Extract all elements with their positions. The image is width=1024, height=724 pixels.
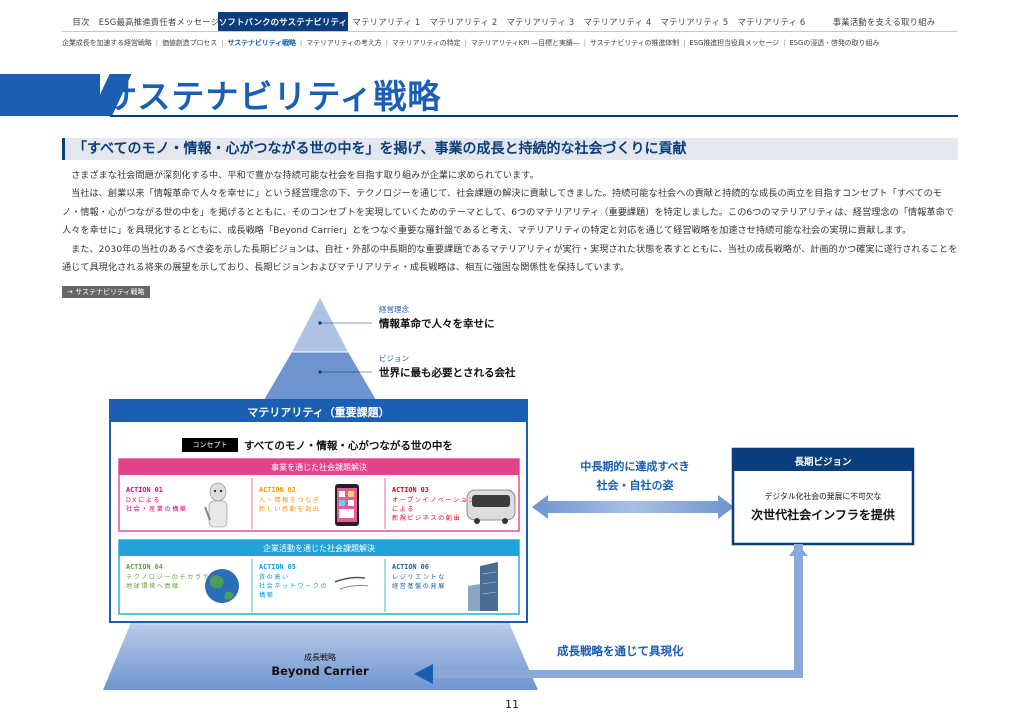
vision-text: 世界に最も必要とされる会社	[379, 367, 516, 379]
subnav-separator: |	[464, 39, 467, 47]
nav-tab[interactable]: マテリアリティ 4	[583, 16, 652, 27]
materiality-title: マテリアリティ（重要課題）	[247, 406, 390, 419]
nav-tab[interactable]: 目次	[72, 16, 90, 27]
title-underline	[110, 115, 958, 117]
subnav-link[interactable]: マテリアリティKPI ―目標と実績―	[470, 39, 580, 47]
subnav-link[interactable]: サステナビリティ戦略	[227, 39, 296, 47]
longterm-vision-title: 長期ビジョン	[794, 457, 852, 468]
action-title: ACTION 04	[126, 563, 163, 571]
action-description: テクノロジーのチカラで 地球環境へ貢献	[126, 574, 211, 590]
nav-tab[interactable]: ESG最高推進責任者メッセージ	[98, 16, 220, 27]
subnav-separator: |	[221, 39, 224, 47]
subnav-link[interactable]: マテリアリティの考え方	[306, 39, 382, 47]
action-description: 人・情報をつなぎ 新しい感動を創出	[259, 497, 321, 513]
action-description: DXによる 社会・産業の構築	[126, 497, 188, 513]
action-title: ACTION 06	[392, 563, 429, 571]
subnav-link[interactable]: マテリアリティの特定	[391, 39, 461, 47]
subnav-link[interactable]: ESGの浸透・啓発の取り組み	[789, 39, 880, 47]
bottom-arrow-label: 成長戦略を通じて具現化	[557, 644, 684, 658]
pyramid-top	[292, 298, 348, 352]
corporate-group-title: 企業活動を通じた社会課題解決	[263, 544, 375, 553]
subnav-separator: |	[583, 39, 586, 47]
nav-tab[interactable]: マテリアリティ 6	[737, 16, 806, 27]
concept-tag-label: コンセプト	[192, 441, 228, 449]
page-title: サステナビリティ戦略	[104, 77, 442, 116]
growth-strategy: Beyond Carrier	[271, 664, 369, 678]
subnav-separator: |	[299, 39, 303, 47]
philosophy-dot	[318, 321, 322, 325]
body-paragraph: また、2030年の当社のあるべき姿を示した長期ビジョンは、自社・外部の中長期的な…	[62, 244, 958, 274]
body-paragraph: 当社は、創業以来「情報革命で人々を幸せに」という経営理念の下、テクノロジーを通じ…	[62, 189, 955, 237]
vision-dot	[318, 370, 322, 374]
subnav-link[interactable]: 企業成長を加速する経営戦略	[62, 39, 152, 47]
business-group-title: 事業を通じた社会課題解決	[271, 463, 367, 472]
nav-tab[interactable]: ソフトバンクのサステナビリティ	[218, 12, 348, 31]
sub-nav: 企業成長を加速する経営戦略|価値創造プロセス|サステナビリティ戦略|マテリアリテ…	[62, 37, 962, 49]
nav-tab[interactable]: マテリアリティ 2	[429, 16, 498, 27]
headline: 「すべてのモノ・情報・心がつながる世の中を」を掲げ、事業の成長と持続的な社会づく…	[62, 138, 958, 160]
action-description: オープンイノベーション による 新規ビジネスの創出	[392, 497, 477, 522]
materiality-title-bar	[110, 400, 527, 422]
pyramid-middle	[264, 352, 376, 400]
smartphone-illustration	[335, 484, 359, 526]
building-illustration	[468, 562, 498, 611]
concept-text: すべてのモノ・情報・心がつながる世の中を	[244, 440, 453, 452]
growth-caption: 成長戦略	[304, 653, 336, 662]
nav-tab[interactable]: 事業活動を支える取り組み	[832, 16, 936, 27]
action-description: レジリエントな 経営基盤の発展	[392, 574, 446, 590]
page-number: 11	[505, 698, 519, 711]
action-title: ACTION 01	[126, 486, 163, 494]
subnav-separator: |	[783, 39, 786, 47]
longterm-vision-main: 次世代社会インフラを提供	[751, 508, 895, 522]
philosophy-caption: 経営理念	[379, 305, 409, 314]
nav-tab[interactable]: マテリアリティ 1	[352, 16, 421, 27]
action-title: ACTION 02	[259, 486, 296, 494]
corporate-group-header	[119, 540, 519, 556]
double-arrow	[532, 495, 734, 519]
feedback-arrow	[414, 544, 808, 684]
cable-illustration	[334, 576, 369, 590]
robot-illustration	[204, 482, 228, 528]
body-text: さまざまな社会問題が深刻化する中、平和で豊かな持続可能な社会を目指す取り組みが企…	[62, 167, 958, 277]
vision-caption: ビジョン	[379, 354, 409, 363]
nav-tab[interactable]: マテリアリティ 3	[506, 16, 575, 27]
longterm-vision-header	[733, 449, 913, 471]
concept-tag	[182, 438, 238, 452]
subnav-separator: |	[683, 39, 686, 47]
nav-tab[interactable]: マテリアリティ 5	[660, 16, 729, 27]
mid-arrow-label-1: 中長期的に達成すべき	[580, 460, 690, 473]
subnav-separator: |	[385, 39, 388, 47]
subnav-link[interactable]: 価値創造プロセス	[161, 39, 218, 47]
action-title: ACTION 05	[259, 563, 296, 571]
action-title: ACTION 03	[392, 486, 429, 494]
subnav-link[interactable]: ESG推進担当役員メッセージ	[689, 39, 780, 47]
action-description: 質の高い 社会ネットワークの 構築	[259, 574, 329, 599]
title-band	[0, 74, 100, 116]
sustainability-strategy-link[interactable]: → サステナビリティ戦略	[62, 286, 150, 298]
subnav-link[interactable]: サステナビリティの推進体制	[589, 39, 680, 47]
longterm-vision-sub: デジタル化社会の発展に不可欠な	[764, 492, 882, 501]
earth-illustration	[205, 569, 239, 603]
bus-illustration	[466, 489, 516, 524]
body-paragraph: さまざまな社会問題が深刻化する中、平和で豊かな持続可能な社会を目指す取り組みが企…	[71, 171, 539, 181]
philosophy-text: 情報革命で人々を幸せに	[379, 318, 495, 330]
mid-arrow-label-2: 社会・自社の姿	[596, 479, 674, 492]
subnav-separator: |	[155, 39, 158, 47]
business-group-header	[119, 459, 519, 475]
